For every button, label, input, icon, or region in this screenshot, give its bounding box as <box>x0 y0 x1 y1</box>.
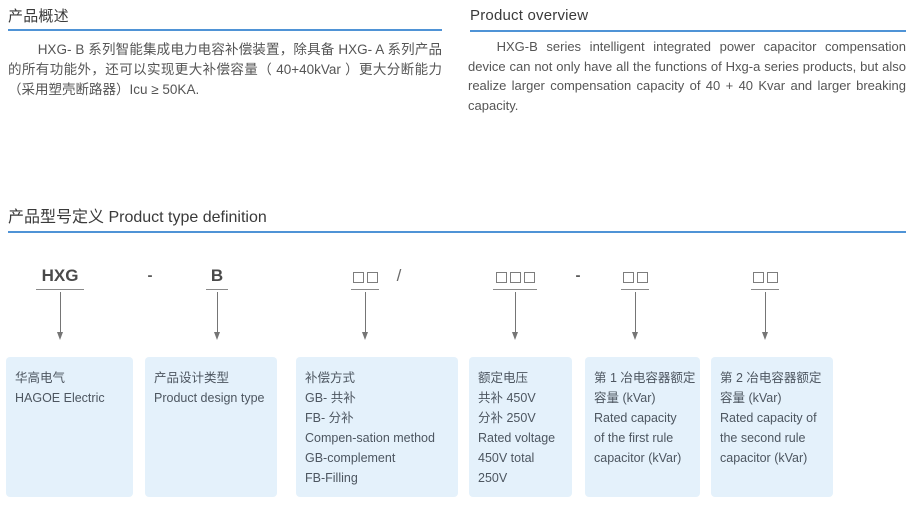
overview-en-body: HXG-B series intelligent integrated powe… <box>468 39 906 113</box>
overview-cn-divider <box>8 29 442 31</box>
down-arrow-icon <box>214 292 220 340</box>
code-segment-squares <box>621 265 649 287</box>
definition-box-design-type: 产品设计类型 Product design type <box>145 357 277 497</box>
box-line: 第 1 冶电容器额定 <box>594 371 696 385</box>
box-line: capacitor (kVar) <box>594 451 682 465</box>
box-line: FB- 分补 <box>305 411 354 425</box>
code-segment-squares-1 <box>351 265 379 340</box>
square-placeholder-icon <box>622 272 634 283</box>
definition-box-second-capacitor-capacity: 第 2 冶电容器额定容量 (kVar) Rated capacity of the … <box>711 357 833 497</box>
code-segment-squares-2 <box>493 265 537 340</box>
box-line: GB- 共补 <box>305 391 356 405</box>
box-line: Compen-sation method <box>305 431 435 445</box>
square-placeholder-icon <box>366 272 378 283</box>
box-line: 250V <box>478 471 508 485</box>
box-line: 额定电压 <box>478 371 529 385</box>
box-line: of the first rule <box>594 431 674 445</box>
code-underline <box>36 289 84 290</box>
square-placeholder-icon <box>636 272 648 283</box>
square-placeholder-icon <box>766 272 778 283</box>
box-line: 容量 (kVar) <box>594 391 656 405</box>
box-line: 450V total <box>478 451 535 465</box>
code-segment-dash-1: - <box>143 265 157 287</box>
overview-en-divider <box>470 30 906 32</box>
box-line: Rated capacity of <box>720 411 817 425</box>
code-segment-b: B <box>206 265 228 340</box>
code-segment-slash: / <box>392 265 406 287</box>
type-definition-divider <box>8 231 906 233</box>
box-line: 产品设计类型 <box>154 371 230 385</box>
down-arrow-icon <box>57 292 63 340</box>
down-arrow-icon <box>512 292 518 340</box>
code-segment-squares <box>751 265 779 287</box>
code-segment-label: / <box>396 266 402 285</box>
box-line: Rated voltage <box>478 431 556 445</box>
box-line: FB-Filling <box>305 471 358 485</box>
code-underline <box>621 289 649 290</box>
square-placeholder-icon <box>752 272 764 283</box>
square-placeholder-icon <box>495 272 507 283</box>
down-arrow-icon <box>362 292 368 340</box>
type-definition-title: 产品型号定义 Product type definition <box>8 209 267 226</box>
code-segment-dash-2: - <box>571 265 585 287</box>
box-line: Rated capacity <box>594 411 677 425</box>
code-segment-hxg: HXG <box>36 265 84 340</box>
box-line: 分补 250V <box>478 411 536 425</box>
overview-cn-title: 产品概述 <box>8 8 69 25</box>
definition-box-first-capacitor-capacity: 第 1 冶电容器额定容量 (kVar) Rated capacity of the … <box>585 357 700 497</box>
box-line: 华高电气 <box>15 371 66 385</box>
box-line: Product design type <box>154 391 265 405</box>
code-segment-label: - <box>147 267 153 284</box>
code-underline <box>493 289 537 290</box>
box-line: capacitor (kVar) <box>720 451 808 465</box>
box-line: the second rule <box>720 431 806 445</box>
code-underline <box>751 289 779 290</box>
code-segment-squares-3 <box>621 265 649 340</box>
code-segment-label: HXG <box>41 266 79 285</box>
definition-box-rated-voltage: 额定电压共补 450V 分补 250V Rated voltage 450V tota… <box>469 357 572 497</box>
code-segment-label: - <box>575 267 581 284</box>
box-line: 第 2 冶电容器额定 <box>720 371 822 385</box>
code-segment-squares <box>493 265 537 287</box>
box-line: 容量 (kVar) <box>720 391 782 405</box>
code-underline <box>206 289 228 290</box>
box-line: 共补 450V <box>478 391 536 405</box>
box-line: 补偿方式 <box>305 371 356 385</box>
definition-box-brand: 华高电气 HAGOE Electric <box>6 357 133 497</box>
overview-cn-body: HXG- B 系列智能集成电力电容补偿装置，除具备 HXG- A 系列产品的所有… <box>8 42 442 97</box>
box-line: HAGOE Electric <box>15 391 105 405</box>
box-line: GB-complement <box>305 451 396 465</box>
down-arrow-icon <box>762 292 768 340</box>
square-placeholder-icon <box>352 272 364 283</box>
down-arrow-icon <box>632 292 638 340</box>
overview-en-title: Product overview <box>470 7 589 24</box>
code-segment-squares-4 <box>751 265 779 340</box>
code-segment-squares <box>351 265 379 287</box>
code-underline <box>351 289 379 290</box>
code-segment-label: B <box>210 266 224 285</box>
square-placeholder-icon <box>523 272 535 283</box>
square-placeholder-icon <box>509 272 521 283</box>
